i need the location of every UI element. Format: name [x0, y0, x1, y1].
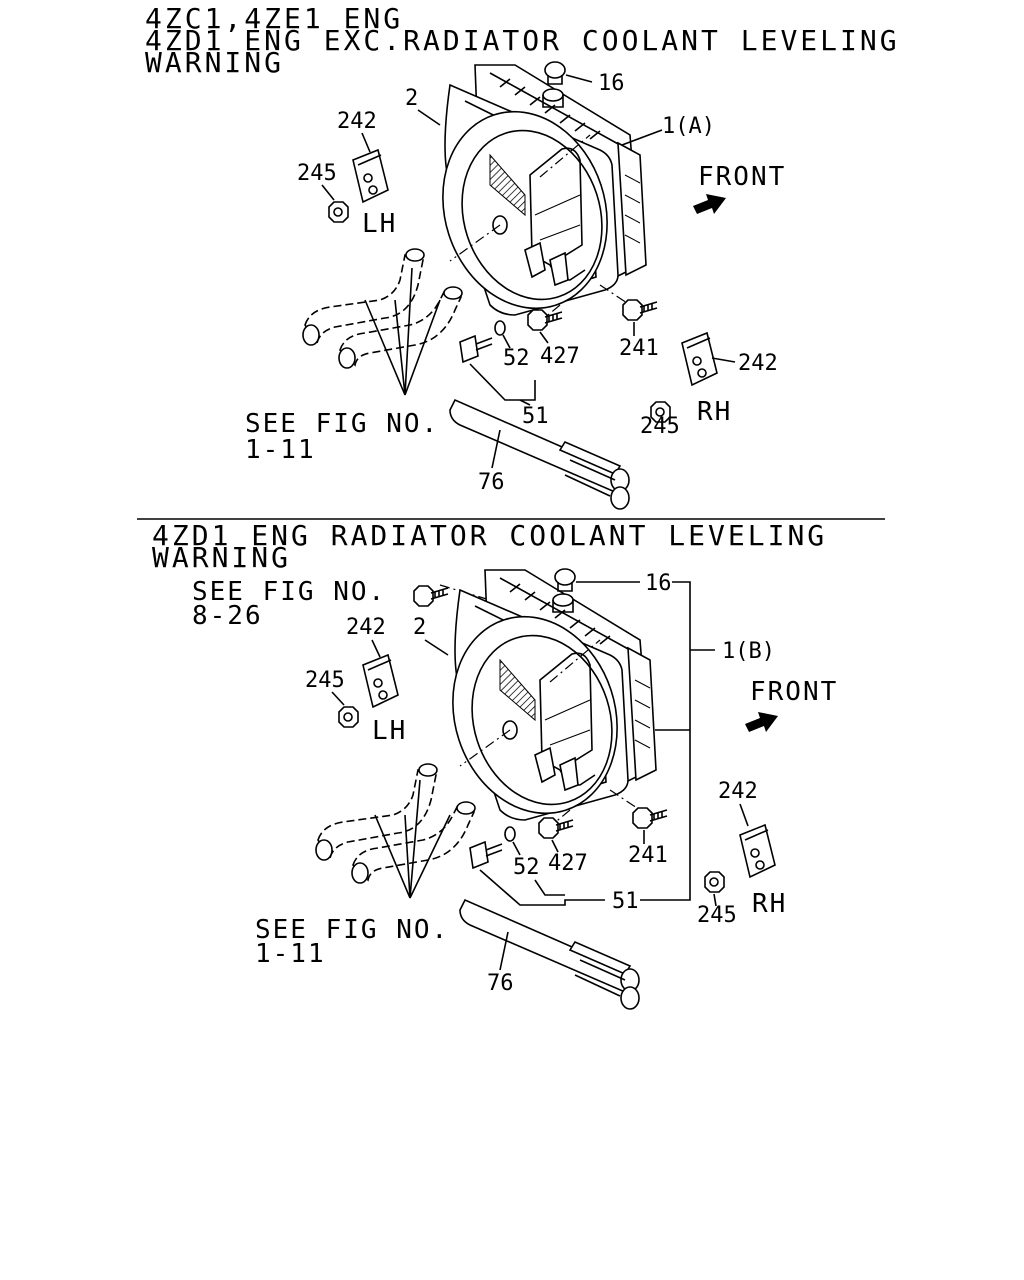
radiator-cap-a — [544, 61, 593, 85]
callout-bolt-427-a: 427 — [540, 344, 580, 369]
see-fig-b-top-line-2: 8-26 — [192, 601, 263, 631]
nut-lh-b — [338, 706, 359, 728]
bracket-rh-a — [681, 332, 718, 386]
radiator-cap-b — [554, 568, 640, 592]
bolt-427-a — [527, 309, 563, 331]
nut-rh-b — [704, 871, 725, 893]
see-fig-b-line-1: SEE FIG NO. — [255, 915, 449, 945]
front-arrow-icon — [745, 712, 778, 732]
front-label-a: FRONT — [698, 162, 786, 192]
callout-bolt-241-a: 241 — [619, 336, 659, 361]
lower-hoses-a — [302, 248, 463, 369]
callout-shroud-b: 2 — [413, 615, 426, 640]
callout-drain-b: 51 — [612, 889, 639, 914]
callout-nut-lh-a: 245 — [297, 161, 337, 186]
callout-bolt-427-b: 427 — [548, 851, 588, 876]
bolt-fig-8-26-b — [413, 585, 449, 607]
callout-bracket-rh-a: 242 — [738, 351, 778, 376]
callout-shroud-a: 2 — [405, 86, 418, 111]
callout-washer-a: 52 — [503, 346, 530, 371]
callout-cap-b: 16 — [645, 571, 672, 596]
bolt-241-a — [622, 299, 658, 321]
side-label-lh-a: LH — [362, 209, 397, 239]
drain-plug-b — [469, 840, 503, 870]
callout-hose-a: 76 — [478, 470, 505, 495]
bolt-241-b — [632, 807, 668, 829]
bolt-427-b — [538, 817, 574, 839]
section-b-title-line-2: WARNING — [152, 541, 291, 574]
callout-cap-a: 16 — [598, 71, 625, 96]
section-a: 4ZC1,4ZE1 ENG 4ZD1 ENG EXC.RADIATOR COOL… — [145, 2, 900, 510]
side-label-rh-b: RH — [752, 889, 787, 919]
section-a-title-line-2: 4ZD1 ENG EXC.RADIATOR COOLANT LEVELING — [145, 24, 900, 57]
callout-nut-lh-b: 245 — [305, 668, 345, 693]
see-fig-a-line-2: 1-11 — [245, 435, 316, 465]
callout-nut-rh-a: 245 — [640, 414, 680, 439]
callout-bracket-lh-a: 242 — [337, 109, 377, 134]
side-label-rh-a: RH — [697, 397, 732, 427]
bracket-lh-b — [362, 654, 399, 708]
section-b: 4ZD1 ENG RADIATOR COOLANT LEVELING WARNI… — [152, 519, 838, 1010]
drain-plug-a — [459, 334, 493, 364]
callout-nut-rh-b: 245 — [697, 903, 737, 928]
bracket-lh-a — [352, 149, 389, 203]
see-fig-b-top-line-1: SEE FIG NO. — [192, 577, 386, 607]
washer-b — [504, 826, 516, 842]
callout-bracket-rh-b: 242 — [718, 779, 758, 804]
radiator-assembly-b — [427, 569, 657, 836]
callout-radiator-a: 1(A) — [662, 114, 715, 139]
section-a-title-line-1: 4ZC1,4ZE1 ENG — [145, 2, 403, 35]
callout-bracket-lh-b: 242 — [346, 615, 386, 640]
callout-washer-b: 52 — [513, 855, 540, 880]
front-label-b: FRONT — [750, 677, 838, 707]
nut-lh-a — [328, 201, 349, 223]
bracket-rh-b — [739, 824, 776, 878]
callout-drain-a: 51 — [522, 404, 549, 429]
callout-hose-b: 76 — [487, 971, 514, 996]
callout-bolt-241-b: 241 — [628, 843, 668, 868]
section-b-title-line-1: 4ZD1 ENG RADIATOR COOLANT LEVELING — [152, 519, 827, 552]
callout-radiator-b: 1(B) — [722, 639, 775, 664]
section-a-title-line-3: WARNING — [145, 46, 284, 79]
see-fig-a-line-1: SEE FIG NO. — [245, 409, 439, 439]
side-label-lh-b: LH — [372, 716, 407, 746]
see-fig-b-line-2: 1-11 — [255, 939, 326, 969]
front-arrow-icon — [693, 194, 726, 214]
washer-a — [494, 320, 506, 336]
